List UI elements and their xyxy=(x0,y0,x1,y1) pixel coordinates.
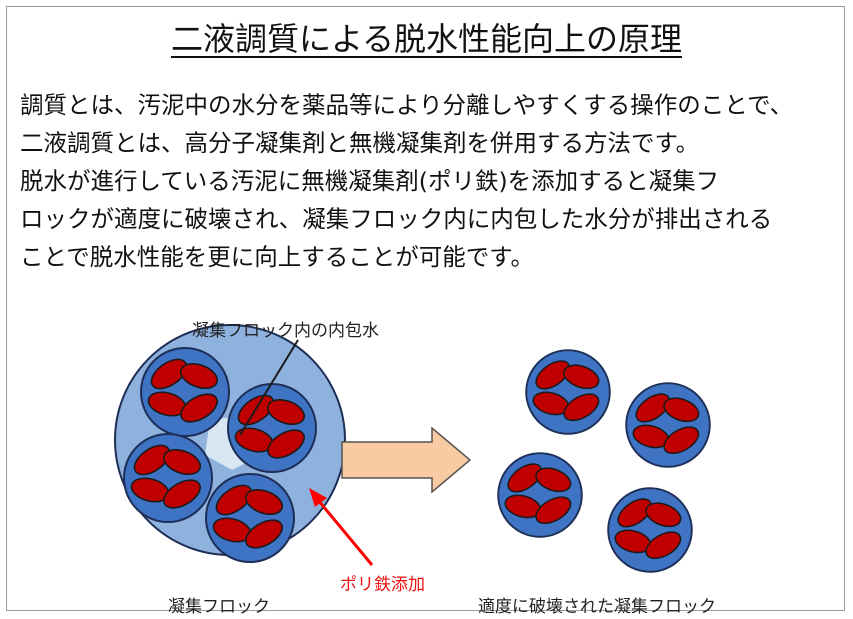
paragraph-line: ことで脱水性能を更に向上することが可能です。 xyxy=(20,243,534,271)
broken-floc-1 xyxy=(525,349,611,435)
slide-title: 二液調質による脱水性能向上の原理 xyxy=(170,20,683,58)
polyiron-arrow-head xyxy=(309,488,327,507)
broken-floc-label: 適度に破壊された凝集フロック xyxy=(478,597,716,617)
sub-floc-top-left xyxy=(140,347,230,437)
sub-floc-bottom-left xyxy=(123,433,213,523)
paragraph-line: 二液調質とは、高分子凝集剤と無機凝集剤を併用する方法です。 xyxy=(20,129,700,157)
description-paragraph: 調質とは、汚泥中の水分を薬品等により分離しやすくする操作のことで、 二液調質とは… xyxy=(20,86,840,276)
broken-floc-4 xyxy=(607,487,693,573)
broken-floc-2 xyxy=(625,382,711,468)
broken-floc-3 xyxy=(497,452,583,538)
paragraph-line: 脱水が進行している汚泥に無機凝集剤(ポリ鉄)を添加すると凝集フ xyxy=(20,167,720,195)
polyiron-arrow-shaft xyxy=(316,499,374,566)
paragraph-line: ロックが適度に破壊され、凝集フロック内に内包した水分が排出される xyxy=(20,205,773,233)
sub-floc-bottom-right xyxy=(205,473,295,563)
paragraph-line: 調質とは、汚泥中の水分を薬品等により分離しやすくする操作のことで、 xyxy=(20,91,794,119)
polyiron-label: ポリ鉄添加 xyxy=(340,575,425,595)
floc-label: 凝集フロック xyxy=(168,597,270,617)
sub-floc-right xyxy=(227,383,317,473)
inner-water-label: 凝集フロック内の内包水 xyxy=(192,321,379,341)
transition-arrow xyxy=(341,426,472,494)
inner-water-leader-line xyxy=(239,339,299,436)
